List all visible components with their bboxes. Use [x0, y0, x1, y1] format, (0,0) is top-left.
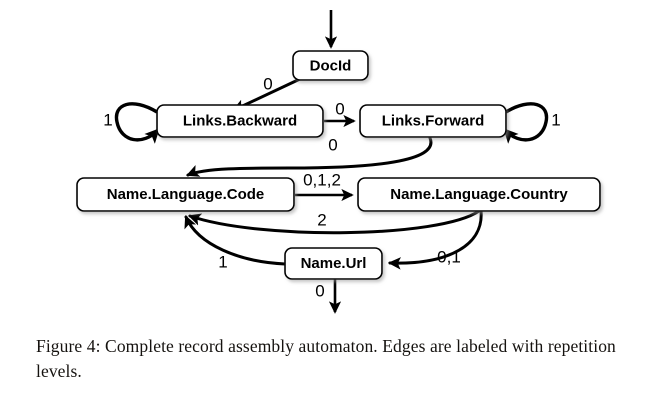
state-node-docid[interactable]: DocId	[292, 50, 369, 81]
state-node-name-language-code[interactable]: Name.Language.Code	[76, 177, 295, 212]
state-box-links-backward[interactable]	[156, 104, 324, 138]
state-label-name-language-country: Name.Language.Country	[390, 186, 568, 203]
edge-label-country-code: 2	[317, 210, 326, 229]
state-node-name-language-country[interactable]: Name.Language.Country	[357, 177, 601, 212]
figure-caption: Figure 4: Complete record assembly autom…	[36, 334, 644, 384]
state-box-docid[interactable]	[292, 50, 369, 81]
state-label-name-url: Name.Url	[301, 255, 367, 272]
state-node-name-url[interactable]: Name.Url	[284, 247, 383, 280]
state-label-name-language-code: Name.Language.Code	[107, 186, 265, 203]
edge-name-url-name-language-code: 1	[184, 215, 287, 271]
edge-links-forward-self-loop: 1	[503, 102, 561, 144]
automaton-diagram: 0 1 0 1 0 0,1,2 2	[76, 10, 601, 314]
edge-label-links-backward-self: 1	[103, 110, 112, 129]
state-label-docid: DocId	[310, 57, 352, 74]
edge-label-links-backward-links-forward: 0	[335, 99, 344, 118]
edge-name-language-country-name-url: 0,1	[387, 209, 483, 270]
edge-label-url-code: 1	[218, 252, 227, 271]
edge-links-backward-self-loop: 1	[103, 102, 160, 144]
edge-name-language-country-name-language-code: 2	[188, 209, 481, 235]
edge-links-backward-links-forward: 0	[324, 99, 356, 128]
state-label-links-forward: Links.Forward	[382, 112, 485, 129]
figure-caption-text: Figure 4: Complete record assembly autom…	[36, 336, 616, 381]
edge-label-url-end: 0	[315, 281, 324, 300]
state-node-links-forward[interactable]: Links.Forward	[359, 104, 507, 138]
state-node-links-backward[interactable]: Links.Backward	[156, 104, 324, 138]
edge-label-links-forward-name-language-code: 0	[328, 135, 337, 154]
edge-links-forward-name-language-code: 0	[186, 135, 433, 177]
state-box-name-url[interactable]	[284, 247, 383, 280]
edge-label-code-country: 0,1,2	[303, 170, 341, 189]
state-box-links-forward[interactable]	[359, 104, 507, 138]
edge-label-links-forward-self: 1	[551, 110, 560, 129]
edge-name-url-end: 0	[315, 279, 342, 314]
state-label-links-backward: Links.Backward	[183, 112, 297, 129]
state-box-name-language-country[interactable]	[357, 177, 601, 212]
edge-label-docid-links-backward: 0	[263, 74, 272, 93]
edge-name-language-code-name-language-country: 0,1,2	[295, 170, 354, 202]
state-box-name-language-code[interactable]	[76, 177, 295, 212]
edge-label-country-url: 0,1	[437, 247, 461, 266]
